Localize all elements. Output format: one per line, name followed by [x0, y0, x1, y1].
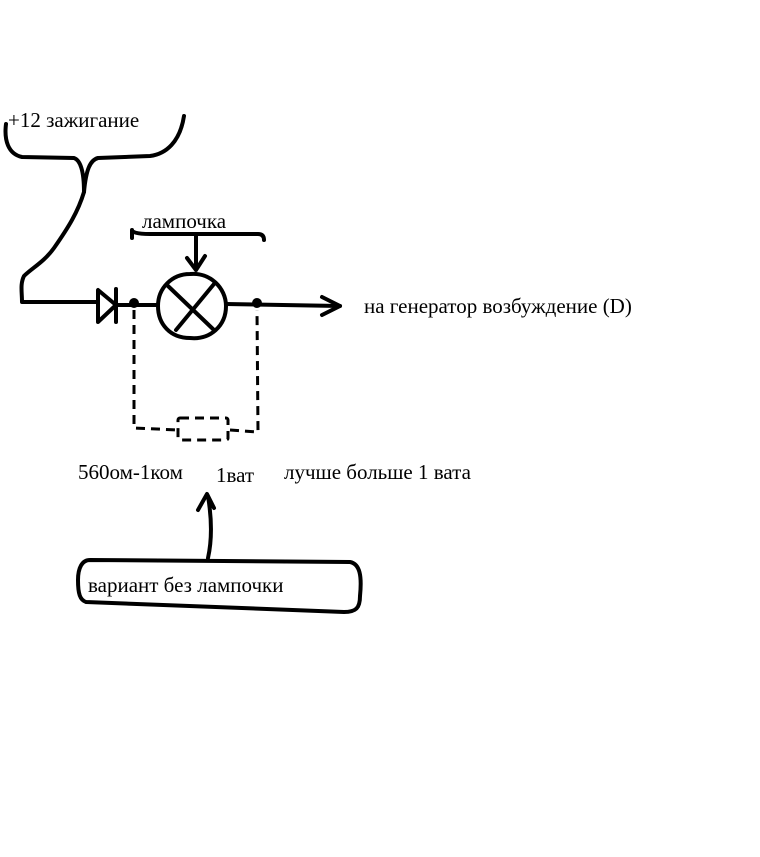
- lamp-label-bracket: [130, 228, 266, 242]
- diode-icon: [96, 287, 118, 324]
- junction-dot-right: [252, 298, 262, 308]
- resistor-power-label: 1ват: [216, 463, 255, 487]
- lamp-pointer-arrow: [185, 234, 207, 272]
- lamp-label: лампочка: [142, 209, 227, 233]
- generator-label: на генератор возбуждение (D): [364, 294, 632, 318]
- resistor-note-label: лучше больше 1 вата: [284, 460, 471, 484]
- variant-bubble: [76, 558, 363, 614]
- variant-label: вариант без лампочки: [88, 573, 284, 597]
- junction-dot-left: [129, 298, 139, 308]
- generator-arrow: [320, 295, 342, 317]
- lamp-icon: [156, 271, 228, 341]
- main-wire-right: [224, 302, 342, 308]
- bypass-wire: [132, 310, 179, 432]
- resistor-value-label: 560ом-1ком: [78, 460, 183, 484]
- ignition-wire: [19, 190, 98, 304]
- variant-pointer-arrow: [196, 492, 216, 560]
- resistor-icon: [176, 416, 230, 442]
- bypass-wire-right: [229, 309, 260, 434]
- ignition-label: +12 зажигание: [8, 108, 140, 132]
